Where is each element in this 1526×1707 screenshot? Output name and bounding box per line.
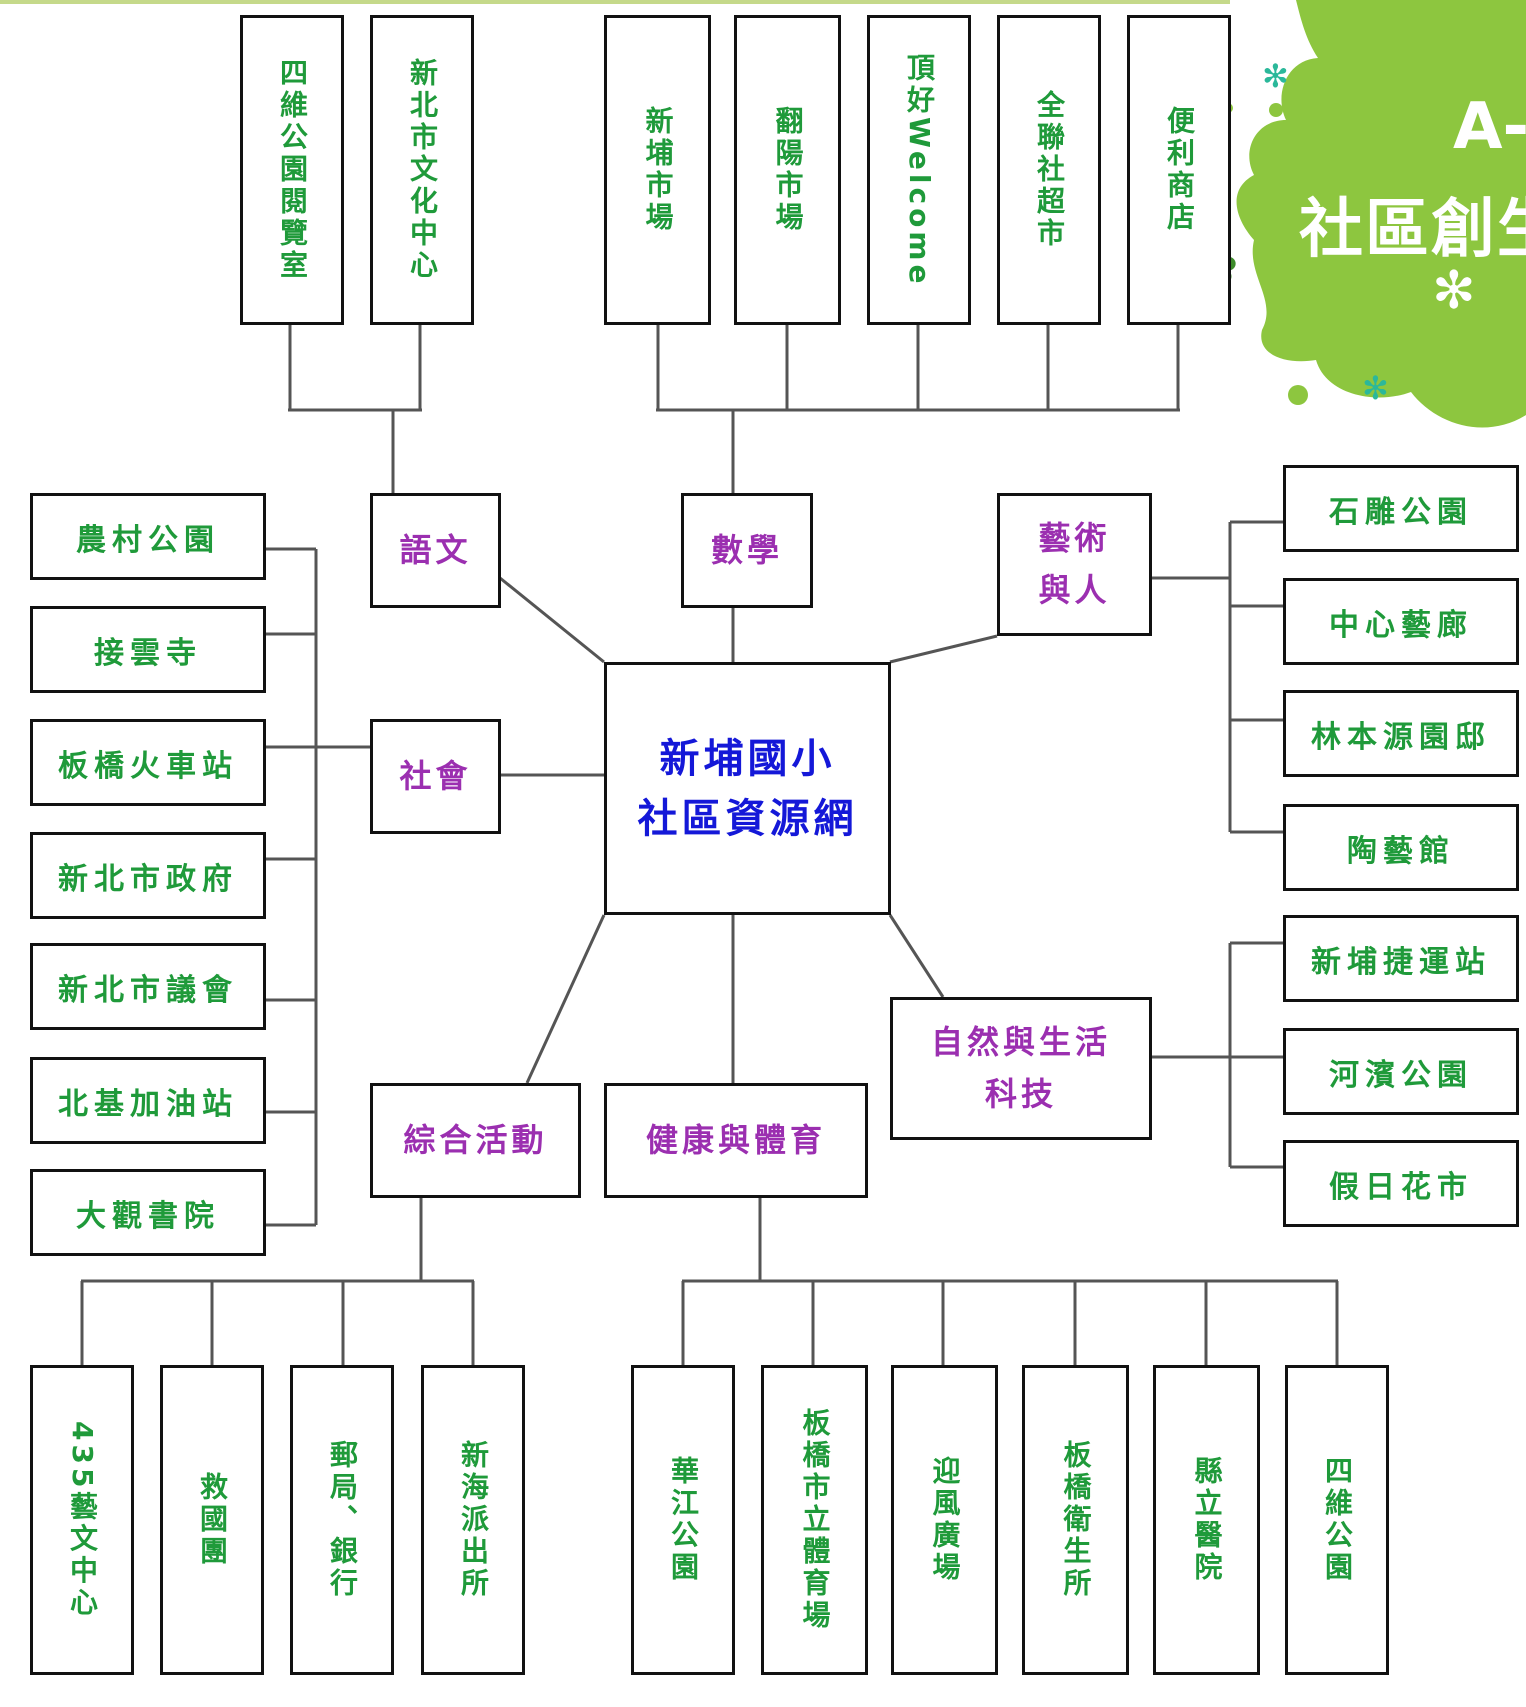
category-science: 自然與生活 科技 <box>890 997 1152 1140</box>
resource-box: 新埔市場 <box>604 15 711 325</box>
resource-box: 迎風廣場 <box>891 1365 998 1675</box>
resource-label: 救國團 <box>196 1472 229 1568</box>
resource-box: 便利商店 <box>1127 15 1231 325</box>
resource-label: 河濱公園 <box>1329 1057 1473 1093</box>
resource-box: 新北市政府 <box>30 832 266 919</box>
resource-box: 郵局、銀行 <box>290 1365 394 1675</box>
banner-title-line2: 社區創生 <box>1299 193 1526 267</box>
resource-box: 全聯社超市 <box>997 15 1101 325</box>
resource-box: 北基加油站 <box>30 1057 266 1144</box>
resource-box: 翻陽市場 <box>734 15 841 325</box>
flower-icon: ✻ <box>1362 369 1389 407</box>
resource-box: 板橋火車站 <box>30 719 266 806</box>
resource-label: 新北市文化中心 <box>406 58 439 282</box>
resource-label: 郵局、銀行 <box>326 1440 359 1600</box>
resource-label: 四維公園 <box>1321 1456 1354 1584</box>
resource-box: 新北市議會 <box>30 943 266 1030</box>
resource-box: 435藝文中心 <box>30 1365 134 1675</box>
resource-box: 縣立醫院 <box>1153 1365 1260 1675</box>
resource-label: 板橋火車站 <box>58 748 238 784</box>
center-hub: 新埔國小 社區資源網 <box>604 662 891 915</box>
category-label: 數學 <box>710 530 783 569</box>
resource-label: 便利商店 <box>1163 106 1196 234</box>
resource-box: 新海派出所 <box>421 1365 525 1675</box>
resource-box: 中心藝廊 <box>1283 578 1519 665</box>
resource-box: 新埔捷運站 <box>1283 915 1519 1002</box>
resource-box: 新北市文化中心 <box>370 15 474 325</box>
resource-label: 假日花市 <box>1329 1169 1473 1205</box>
category-integrated: 綜合活動 <box>370 1083 581 1198</box>
resource-label: 北基加油站 <box>58 1086 238 1122</box>
resource-box: 假日花市 <box>1283 1140 1519 1227</box>
resource-box: 石雕公園 <box>1283 465 1519 552</box>
resource-label: 板橋衛生所 <box>1059 1440 1093 1600</box>
category-health: 健康與體育 <box>604 1083 868 1198</box>
resource-label: 新海派出所 <box>457 1440 490 1600</box>
resource-label: 中心藝廊 <box>1329 607 1473 643</box>
resource-label: 大觀書院 <box>76 1198 220 1234</box>
resource-label: 農村公園 <box>76 522 220 558</box>
resource-label: 板橋市立體育場 <box>798 1408 832 1632</box>
resource-label: 四維公園閱覽室 <box>276 58 309 282</box>
resource-box: 板橋衛生所 <box>1022 1365 1129 1675</box>
resource-box: 救國團 <box>160 1365 264 1675</box>
resource-label: 頂好Welcome <box>903 52 936 288</box>
resource-label: 縣立醫院 <box>1190 1456 1224 1584</box>
top-border-rule <box>0 0 1230 4</box>
resource-label: 華江公園 <box>667 1456 700 1584</box>
category-label: 社會 <box>399 756 472 795</box>
resource-label: 石雕公園 <box>1329 494 1473 530</box>
resource-label: 新北市政府 <box>58 861 238 897</box>
center-hub-label: 新埔國小 社區資源網 <box>637 735 858 842</box>
resource-label: 新埔市場 <box>641 106 675 234</box>
banner-title-line1: A- <box>1453 90 1526 164</box>
category-label: 藝術 與人 <box>1038 519 1111 609</box>
corner-splash-decoration <box>1226 0 1526 428</box>
category-language: 語文 <box>370 493 501 608</box>
category-math: 數學 <box>681 493 813 608</box>
resource-label: 全聯社超市 <box>1033 90 1066 250</box>
resource-label: 陶藝館 <box>1347 833 1455 869</box>
resource-label: 迎風廣場 <box>928 1456 962 1584</box>
resource-label: 翻陽市場 <box>771 106 805 234</box>
resource-box: 林本源園邸 <box>1283 690 1519 777</box>
resource-box: 大觀書院 <box>30 1169 266 1256</box>
category-label: 語文 <box>399 530 472 569</box>
resource-box: 華江公園 <box>631 1365 735 1675</box>
category-label: 自然與生活 科技 <box>930 1023 1111 1113</box>
resource-box: 板橋市立體育場 <box>761 1365 868 1675</box>
resource-label: 435藝文中心 <box>66 1420 99 1620</box>
resource-label: 新埔捷運站 <box>1311 944 1491 980</box>
resource-label: 新北市議會 <box>58 972 238 1008</box>
resource-box: 四維公園 <box>1285 1365 1389 1675</box>
resource-label: 林本源園邸 <box>1311 719 1491 755</box>
category-arts: 藝術 與人 <box>997 493 1152 636</box>
category-label: 健康與體育 <box>645 1120 826 1159</box>
flower-icon: ✻ <box>1432 261 1476 321</box>
resource-box: 四維公園閱覽室 <box>240 15 344 325</box>
resource-box: 頂好Welcome <box>867 15 971 325</box>
resource-box: 河濱公園 <box>1283 1028 1519 1115</box>
resource-box: 陶藝館 <box>1283 804 1519 891</box>
resource-box: 接雲寺 <box>30 606 266 693</box>
category-label: 綜合活動 <box>403 1120 548 1159</box>
flower-icon: ✻ <box>1262 57 1289 95</box>
resource-box: 農村公園 <box>30 493 266 580</box>
resource-label: 接雲寺 <box>94 635 202 671</box>
category-social: 社會 <box>370 719 501 834</box>
